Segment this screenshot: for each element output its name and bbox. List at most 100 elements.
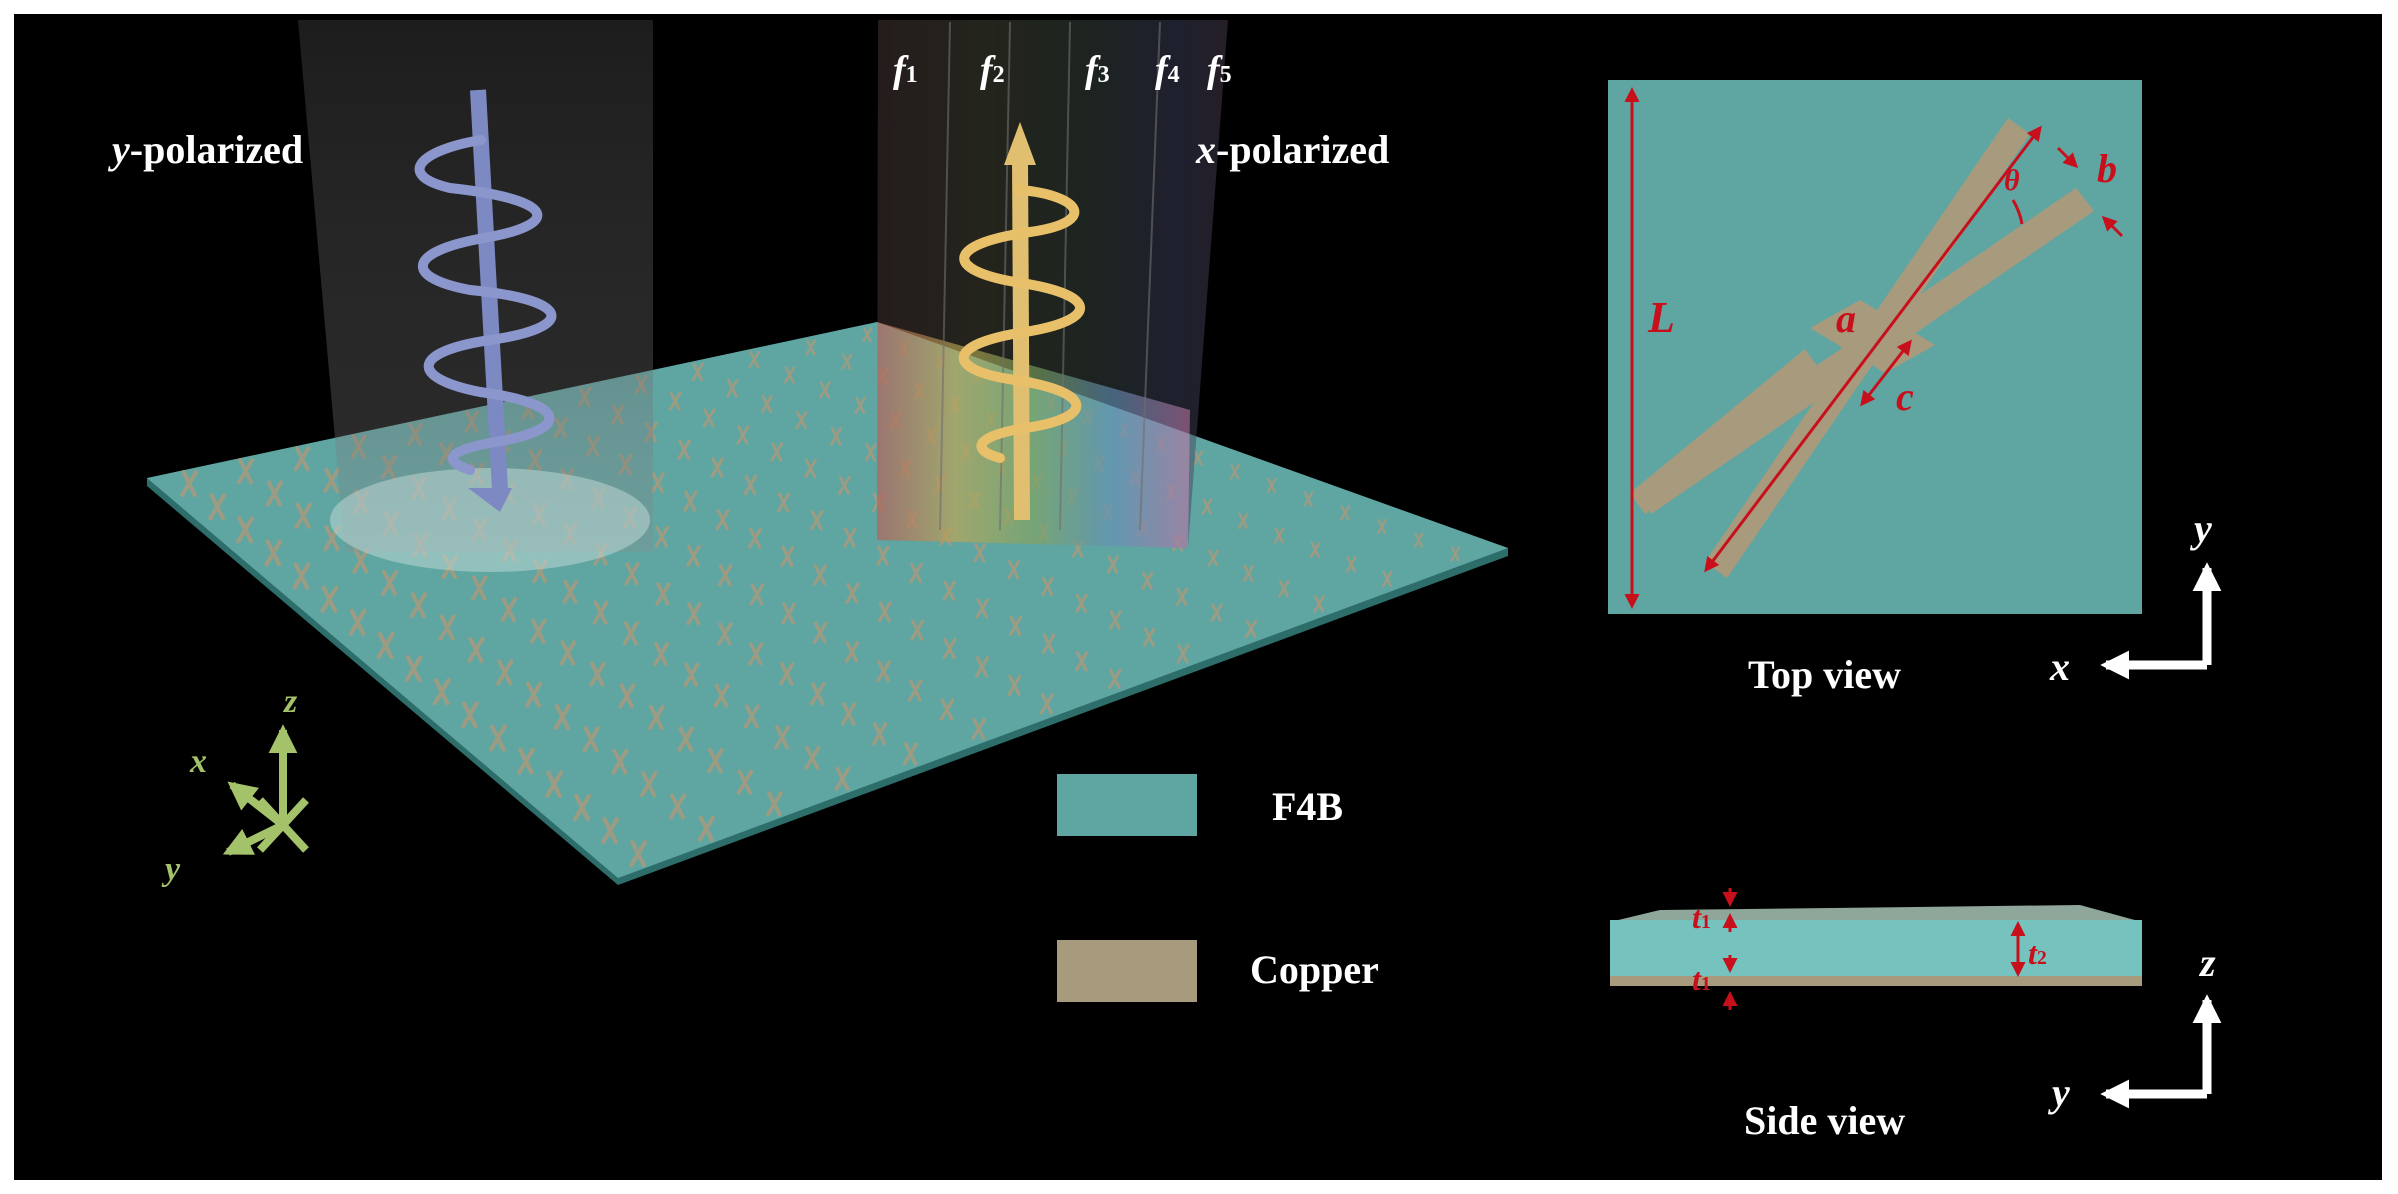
unit-cell (668, 793, 687, 820)
axis-x-label-3d: x (189, 743, 207, 780)
frequency-label-f4: f4 (1155, 49, 1180, 91)
unit-cell (653, 642, 670, 667)
unit-cell (265, 480, 284, 507)
unit-cell (779, 662, 795, 686)
unit-cell (736, 425, 750, 445)
unit-cell (812, 621, 828, 644)
unit-cell (804, 458, 817, 479)
unit-cell (749, 583, 765, 606)
legend: F4B Copper (1057, 774, 1379, 1002)
dim-label-c: c (1896, 374, 1914, 419)
unit-cell (766, 791, 783, 817)
unit-cell (380, 569, 399, 596)
unit-cell (208, 493, 227, 521)
unit-cell (862, 327, 873, 343)
unit-cell (1278, 579, 1290, 598)
unit-cell (1008, 615, 1023, 637)
unit-cell (496, 659, 514, 686)
unit-cell (237, 458, 255, 485)
y-polarized-label: y-polarized (108, 127, 303, 172)
unit-cell (524, 681, 543, 708)
unit-cell (1313, 595, 1325, 613)
unit-cell (592, 600, 609, 625)
unit-cell (974, 656, 989, 678)
unit-cell (838, 475, 851, 496)
unit-cell (864, 443, 877, 462)
incident-beam-left (298, 20, 653, 572)
unit-cell (1245, 619, 1258, 638)
unit-cell (622, 621, 639, 646)
unit-cell (1193, 450, 1204, 466)
unit-cell (830, 427, 843, 446)
unit-cell (717, 564, 733, 587)
coordinate-triad-3d: z x y (161, 683, 309, 888)
unit-cell (180, 470, 199, 498)
unit-cell (876, 545, 890, 566)
unit-cell (516, 747, 535, 775)
unit-cell (1007, 674, 1022, 696)
unit-cell (1039, 693, 1054, 715)
unit-cell (650, 472, 665, 494)
unit-cell (677, 439, 691, 460)
unit-cell (629, 840, 648, 868)
unit-cell (1075, 593, 1088, 613)
side-view-ground-copper (1610, 976, 2142, 986)
unit-cell (323, 467, 340, 493)
unit-cell (293, 446, 311, 472)
unit-cell (713, 683, 730, 708)
unit-cell (553, 703, 571, 731)
unit-cell (470, 575, 488, 601)
side-view-substrate (1610, 920, 2142, 976)
unit-cell (686, 602, 702, 626)
unit-cell (1175, 587, 1188, 606)
side-view-axis-y: y (2048, 1070, 2070, 1115)
unit-cell (975, 598, 990, 619)
unit-cell (1041, 576, 1054, 597)
unit-cell (743, 704, 760, 729)
unit-cell (726, 378, 739, 398)
unit-cell (841, 702, 857, 726)
side-view-caption: Side view (1744, 1098, 1905, 1143)
unit-cell (1176, 644, 1190, 664)
dim-label-b: b (2097, 146, 2117, 191)
unit-cell (467, 636, 485, 663)
unit-cell (717, 622, 733, 646)
unit-cell (236, 516, 255, 544)
unit-cell (743, 474, 758, 496)
unit-cell (655, 582, 671, 606)
unit-cell (809, 510, 824, 531)
unit-cell (376, 631, 395, 660)
unit-cell (1303, 491, 1314, 507)
unit-cell (1007, 560, 1021, 580)
unit-cell (902, 742, 919, 766)
top-view-caption: Top view (1748, 652, 1901, 697)
unit-cell (640, 771, 658, 798)
unit-cell (845, 582, 860, 604)
unit-cell (1309, 541, 1321, 559)
unit-cell (810, 682, 826, 706)
unit-cell (1075, 651, 1089, 672)
unit-cell (686, 544, 701, 568)
axis-y-label-3d: y (161, 851, 181, 888)
unit-cell (618, 683, 636, 709)
unit-cell (770, 442, 784, 462)
unit-cell (1142, 627, 1156, 647)
dim-label-t2: t2 (2028, 935, 2047, 971)
unit-cell (736, 769, 754, 795)
unit-cell (776, 492, 791, 513)
frequency-label-f3: f3 (1085, 49, 1110, 91)
unit-cell (971, 717, 986, 740)
legend-swatch-f4b (1057, 774, 1197, 836)
unit-cell (589, 661, 606, 687)
unit-cell (404, 655, 423, 683)
dim-label-a: a (1836, 296, 1856, 341)
unit-cell (573, 793, 592, 822)
unit-cell (488, 724, 507, 752)
unit-cell (432, 678, 451, 706)
unit-cell (702, 408, 716, 428)
unit-cell (320, 585, 339, 613)
unit-cell (877, 601, 892, 623)
unit-cell (1273, 527, 1285, 544)
unit-cell (500, 597, 518, 623)
frequency-label-f5: f5 (1207, 49, 1232, 91)
